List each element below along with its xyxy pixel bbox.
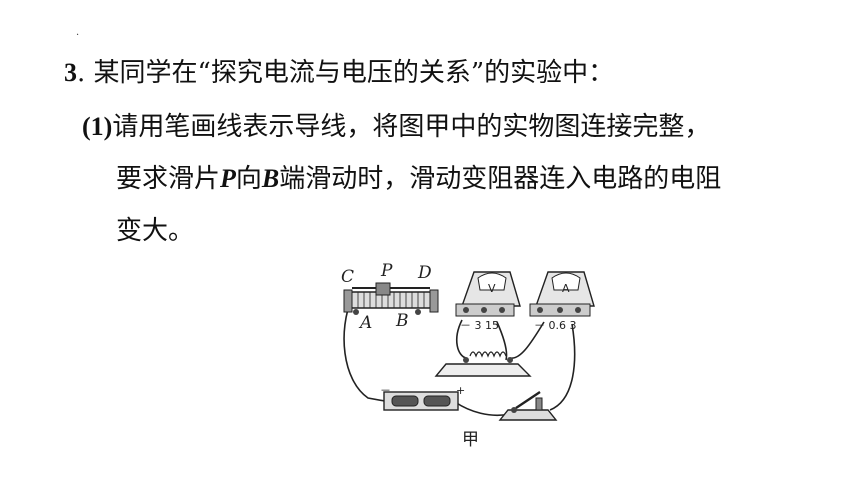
text-segment: 端滑动时，滑动变阻器连入电路的电阻 — [279, 164, 722, 194]
part-label: (1) — [82, 112, 113, 141]
battery-plus: + — [456, 384, 465, 397]
voltmeter — [455, 271, 521, 317]
ammeter-symbol: A — [562, 282, 570, 295]
label-b: B — [395, 311, 409, 331]
text-segment: 变大。 — [116, 216, 195, 246]
wire-ammeter-coil — [509, 321, 545, 359]
label-a: A — [358, 313, 372, 333]
part-1-line-3: 变大。 — [116, 214, 194, 248]
label-d: D — [417, 263, 432, 283]
question-intro: . 某同学在“探究电流与电压的关系”的实验中： — [77, 58, 615, 88]
part-1-text: 请用笔画线表示导线，将图甲中的实物图连接完整， — [112, 112, 711, 142]
slider-p-ref: P — [220, 164, 236, 193]
question-number: 3 — [64, 58, 77, 87]
wire-battery-switch — [454, 401, 511, 417]
figure-caption: 甲 — [462, 430, 479, 450]
wire-voltmeter-coil — [455, 319, 467, 359]
battery — [383, 391, 459, 411]
question-intro-line: 3. 某同学在“探究电流与电压的关系”的实验中： — [64, 56, 614, 90]
switch — [498, 391, 558, 421]
wire-voltmeter-coil-2 — [496, 321, 508, 361]
part-1-line: (1)请用笔画线表示导线，将图甲中的实物图连接完整， — [82, 110, 710, 144]
ammeter — [529, 271, 595, 317]
terminal-b-ref: B — [261, 164, 280, 193]
text-segment: 向 — [235, 164, 262, 194]
battery-minus: － — [380, 384, 391, 397]
voltmeter-terminals: － 3 15 — [460, 319, 499, 332]
wire-switch-ammeter — [549, 323, 576, 411]
corner-dot: · — [76, 30, 80, 41]
ammeter-terminals: － 0.6 3 — [534, 319, 577, 332]
text-segment: 要求滑片 — [116, 164, 221, 194]
label-c: C — [341, 267, 354, 287]
part-1-line-2: 要求滑片P向B端滑动时，滑动变阻器连入电路的电阻 — [116, 162, 721, 196]
resistor-board — [434, 351, 532, 377]
voltmeter-symbol: V — [488, 282, 496, 295]
rheostat — [343, 282, 439, 315]
label-p: P — [380, 261, 393, 281]
